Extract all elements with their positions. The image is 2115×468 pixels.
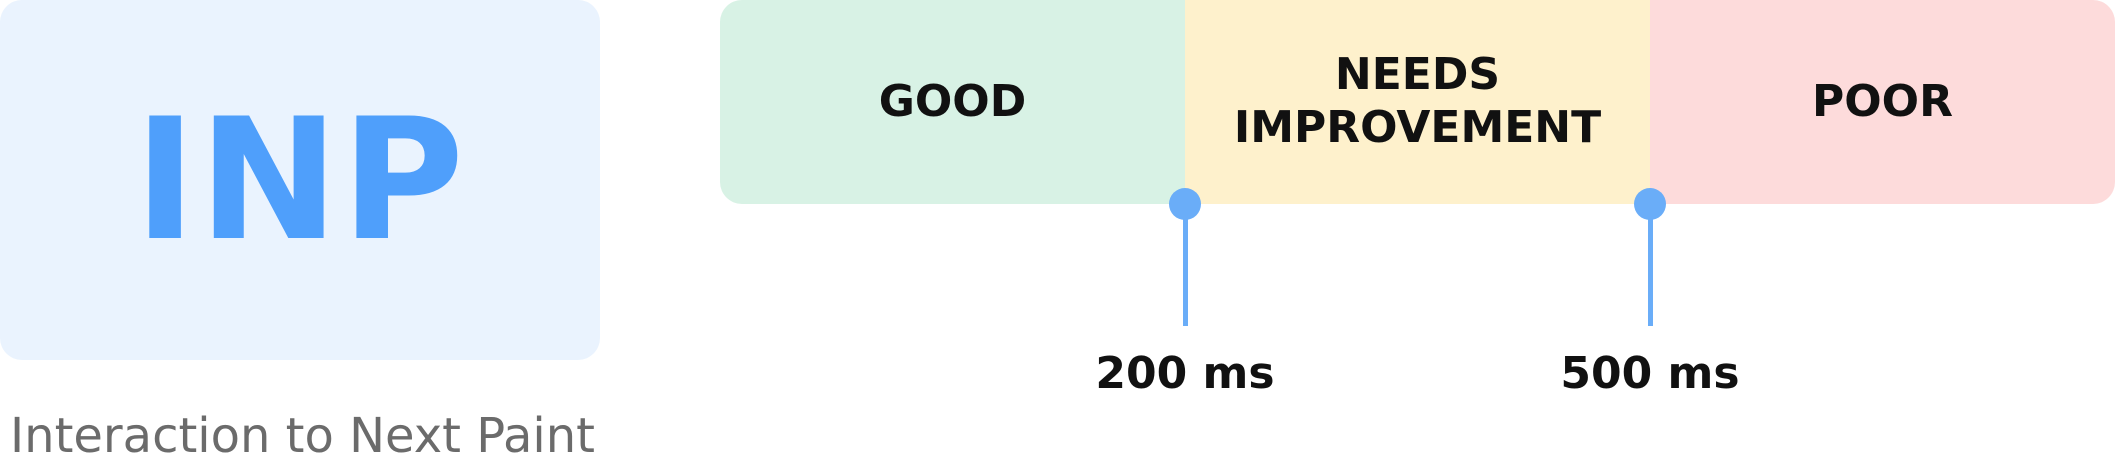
segment-poor: POOR bbox=[1650, 0, 2115, 204]
segment-poor-label: POOR bbox=[1812, 75, 1953, 127]
threshold-label-200: 200 ms bbox=[1095, 348, 1275, 399]
threshold-marker-stem bbox=[1183, 204, 1188, 326]
threshold-marker-500 bbox=[1634, 188, 1666, 326]
segment-good-label: GOOD bbox=[878, 75, 1027, 127]
threshold-marker-stem bbox=[1648, 204, 1653, 326]
segment-needs-improvement: NEEDS IMPROVEMENT bbox=[1185, 0, 1650, 204]
metric-card: INP bbox=[0, 0, 600, 360]
segment-good: GOOD bbox=[720, 0, 1185, 204]
threshold-label-500: 500 ms bbox=[1560, 348, 1740, 399]
segment-needs-label-line2: IMPROVEMENT bbox=[1233, 102, 1602, 153]
threshold-marker-200 bbox=[1169, 188, 1201, 326]
metric-abbreviation: INP bbox=[133, 82, 467, 278]
segment-needs-label-line1: NEEDS bbox=[1334, 49, 1501, 101]
metric-full-name: Interaction to Next Paint bbox=[10, 408, 595, 464]
